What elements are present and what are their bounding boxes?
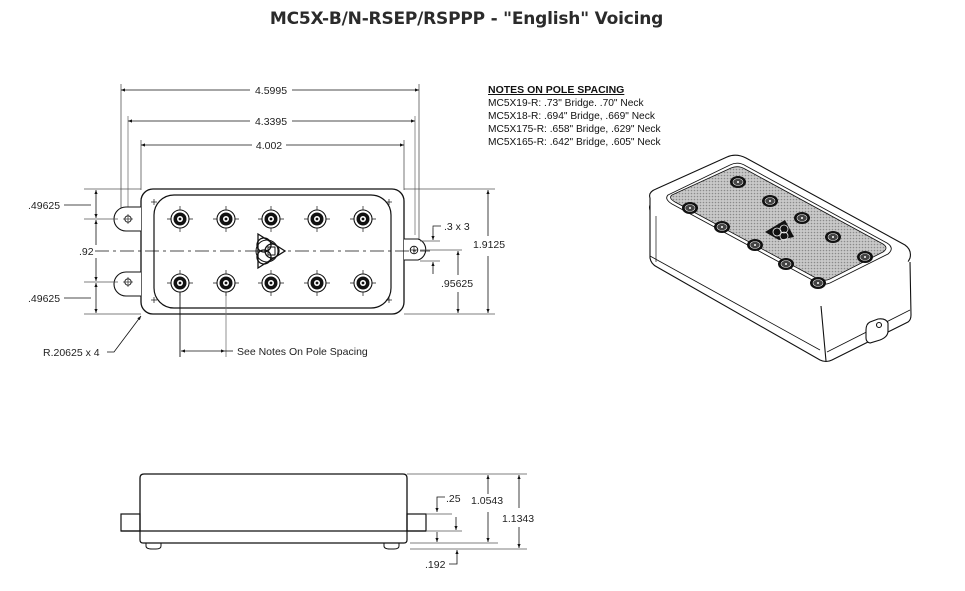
side-view-dimensions: .25 1.0543 1.1343 .192 <box>425 493 534 571</box>
notes-line: MC5X165-R: .642" Bridge, .605" Neck <box>488 137 661 148</box>
notes-line: MC5X175-R: .658" Bridge, .629" Neck <box>488 124 661 135</box>
notes-heading: NOTES ON POLE SPACING <box>488 84 625 96</box>
notes-line: MC5X18-R: .694" Bridge, .669" Neck <box>488 111 655 122</box>
pole-piece <box>304 206 330 232</box>
top-view-dimensions: 4.5995 4.3395 4.002 .49625 .92 .49625 1.… <box>28 85 505 359</box>
side-view <box>120 473 527 565</box>
iso-pole <box>825 231 841 243</box>
dim-overall-width: 4.5995 <box>255 85 287 97</box>
dim-corner-radius: R.20625 x 4 <box>43 347 100 359</box>
dim-body-height: 1.0543 <box>471 495 503 507</box>
pole-piece <box>167 206 193 232</box>
dim-half-height: .95625 <box>441 278 473 290</box>
dim-bottom-offset: .49625 <box>28 293 60 305</box>
iso-pole <box>810 277 826 289</box>
pole-piece <box>350 206 376 232</box>
iso-pole <box>794 212 810 224</box>
pole-piece <box>258 206 284 232</box>
pole-piece <box>213 270 239 296</box>
dim-pole-spacing-note: See Notes On Pole Spacing <box>237 346 368 358</box>
drawing-title: MC5X-B/N-RSEP/RSPPP - "English" Voicing <box>269 9 664 29</box>
iso-pole <box>682 202 698 214</box>
iso-triquetra-logo <box>765 220 794 241</box>
pole-spacing-notes: NOTES ON POLE SPACING MC5X19-R: .73" Bri… <box>488 84 661 149</box>
pole-piece <box>258 270 284 296</box>
iso-pole <box>857 251 873 263</box>
dim-tab-hole: .3 x 3 <box>444 221 470 233</box>
dim-overall-height: 1.9125 <box>473 239 505 251</box>
dim-tab-width: 4.3395 <box>255 116 287 128</box>
dim-total-height: 1.1343 <box>502 513 534 525</box>
iso-pole <box>762 195 778 207</box>
iso-pole <box>714 221 730 233</box>
notes-line: MC5X19-R: .73" Bridge. .70" Neck <box>488 98 644 109</box>
iso-pole <box>747 239 763 251</box>
dim-tab-thickness: .25 <box>446 493 461 505</box>
pole-row-bottom <box>167 270 376 296</box>
pole-piece <box>304 270 330 296</box>
dim-center-gap: .92 <box>79 246 94 258</box>
pole-piece <box>350 270 376 296</box>
iso-pole-pieces <box>682 176 873 289</box>
dim-foot-height: .192 <box>425 559 446 571</box>
pole-piece <box>167 270 193 296</box>
dim-body-width: 4.002 <box>256 140 282 152</box>
dim-top-offset: .49625 <box>28 200 60 212</box>
pole-piece <box>213 206 239 232</box>
triquetra-logo <box>255 232 287 270</box>
iso-pole <box>778 258 794 270</box>
pole-row-top <box>167 206 376 232</box>
iso-pole <box>730 176 746 188</box>
